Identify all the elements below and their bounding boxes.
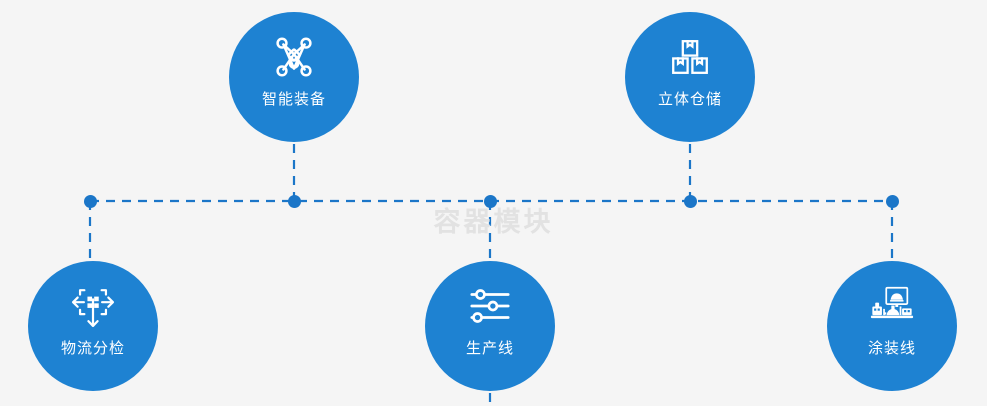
network-nodes-icon (271, 34, 317, 80)
node-label-smart-equipment: 智能装备 (261, 90, 326, 108)
sliders-icon (467, 283, 513, 329)
node-painting-line[interactable]: 涂装线 (827, 261, 957, 391)
bus-node-2[interactable] (287, 194, 301, 208)
node-stereo-warehouse[interactable]: 立体仓储 (625, 12, 755, 142)
node-production-line[interactable]: 生产线 (425, 261, 555, 391)
sorting-arrows-icon (70, 283, 116, 329)
bus-node-3[interactable] (483, 194, 497, 208)
bus-node-5[interactable] (885, 194, 899, 208)
node-label-stereo-warehouse: 立体仓储 (657, 90, 722, 108)
node-smart-equipment[interactable]: 智能装备 (229, 12, 359, 142)
paint-shop-icon (869, 283, 915, 329)
node-logistics-sorting[interactable]: 物流分检 (28, 261, 158, 391)
node-label-painting-line: 涂装线 (867, 339, 916, 357)
watermark-text: 容器模块 (433, 207, 554, 238)
stacked-boxes-icon (667, 34, 713, 80)
bus-node-4[interactable] (683, 194, 697, 208)
node-label-logistics-sorting: 物流分检 (60, 339, 125, 357)
bus-node-1[interactable] (83, 194, 97, 208)
node-label-production-line: 生产线 (465, 339, 514, 357)
